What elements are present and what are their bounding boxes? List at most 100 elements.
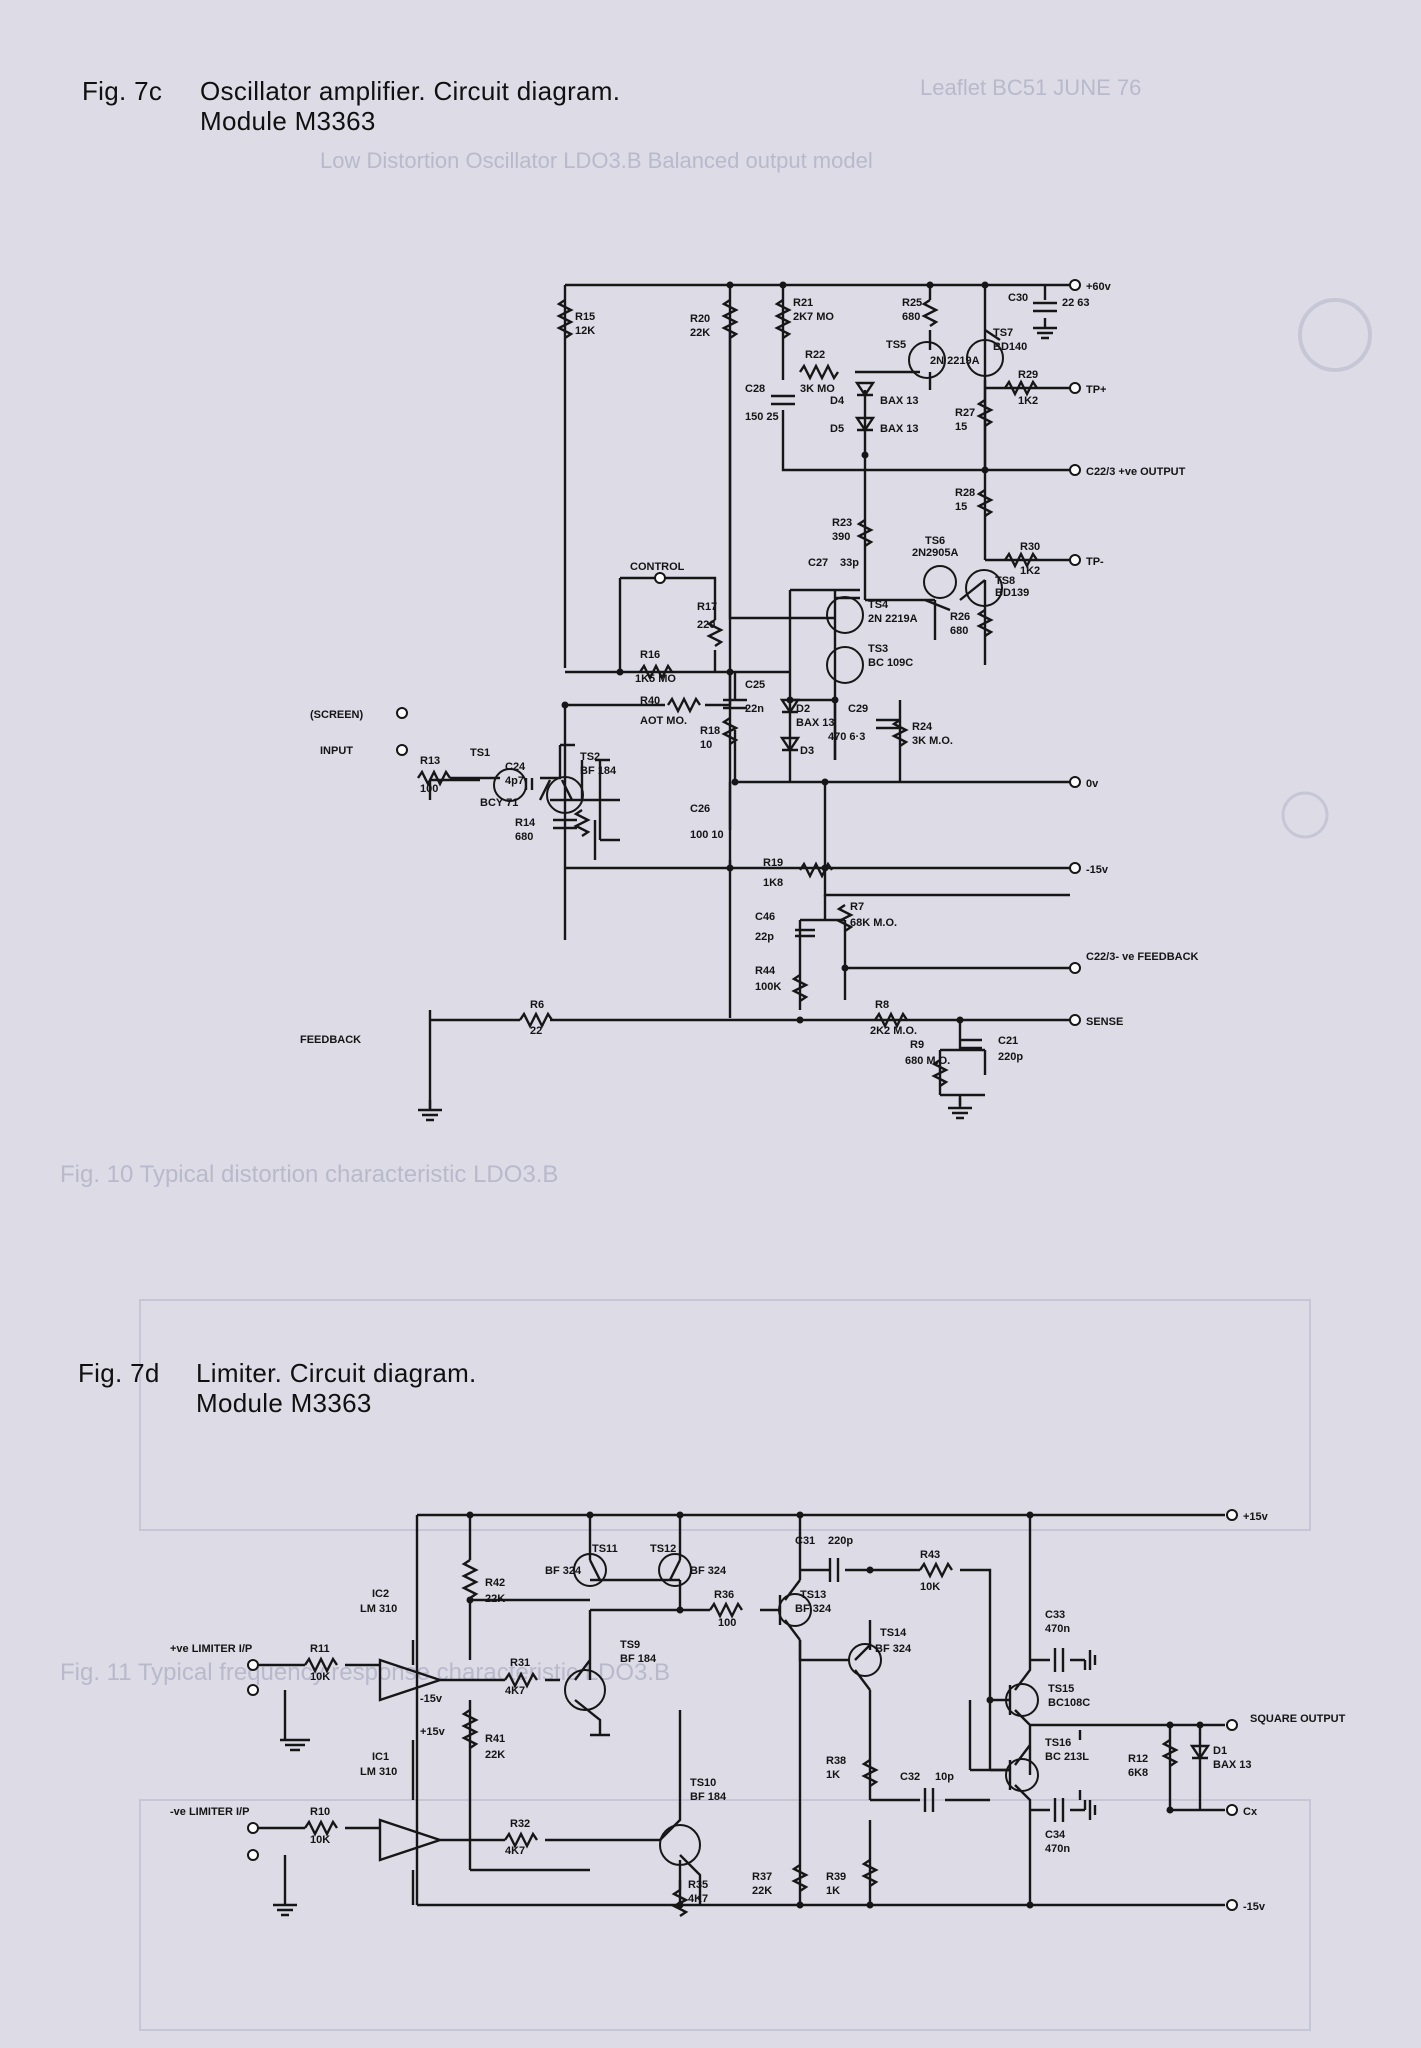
r35-value: 4K7 [688, 1893, 708, 1905]
r30-ref: R30 [1020, 541, 1040, 553]
c31-value: 220p [828, 1535, 853, 1547]
d2-ref: D2 [796, 703, 810, 715]
fig7d-capacitors [828, 1558, 1065, 1822]
ghost-graph-frame-2 [139, 1799, 1311, 2031]
c28-value: 150 25 [745, 411, 779, 423]
ts14-ref: TS14 [880, 1627, 907, 1639]
label-feedback-out: C22/3- ve FEEDBACK [1086, 951, 1199, 963]
r14-value: 680 [515, 831, 533, 843]
c30-value: 22 63 [1062, 297, 1090, 309]
fig7d-wiring [253, 1513, 1225, 1907]
fig7d-grounds [273, 1650, 1097, 1917]
ts10-ref: TS10 [690, 1777, 716, 1789]
ts2-ref: TS2 [580, 751, 600, 763]
r20-value: 22K [690, 327, 710, 339]
terminal-pos-limiter[interactable] [247, 1659, 259, 1671]
r38-value: 1K [826, 1769, 840, 1781]
label-square-output: SQUARE OUTPUT [1250, 1713, 1346, 1725]
c31-ref: C31 [795, 1535, 815, 1547]
label-plus60v: +60v [1086, 281, 1112, 293]
r36-value: 100 [718, 1617, 736, 1629]
r9-value: 680 M.O. [905, 1055, 950, 1067]
terminal-minus15v-7d[interactable] [1226, 1899, 1238, 1911]
label-screen: (SCREEN) [310, 709, 364, 721]
r22-value: 3K MO [800, 383, 835, 395]
r28-value: 15 [955, 501, 967, 513]
c33-ref: C33 [1045, 1609, 1065, 1621]
ts6-ref: TS6 [925, 535, 945, 547]
terminal-neg-limiter[interactable] [247, 1822, 259, 1834]
ts11-value: BF 324 [545, 1565, 582, 1577]
ts15-value: BC108C [1048, 1697, 1090, 1709]
r16-ref: R16 [640, 649, 660, 661]
r37-value: 22K [752, 1885, 772, 1897]
c29-value: 470 6·3 [828, 731, 865, 743]
r9-ref: R9 [910, 1039, 924, 1051]
label-pos-limiter: +ve LIMITER I/P [170, 1643, 252, 1655]
fig7d-transistors [564, 1553, 1039, 1866]
label-tp-minus: TP- [1086, 556, 1104, 568]
terminal-feedback-out[interactable] [1069, 962, 1081, 974]
ts8-ref: TS8 [995, 575, 1015, 587]
ts12-ref: TS12 [650, 1543, 676, 1555]
r39-ref: R39 [826, 1871, 846, 1883]
ts12-value: BF 324 [690, 1565, 727, 1577]
fig7c-labels: R15 12K R20 22K R21 2K7 MO R22 3K MO R25… [420, 292, 1090, 1067]
fig7d-terminals [247, 1509, 1238, 1911]
label-minus15v: -15v [1086, 864, 1109, 876]
terminal-neg-limiter-gnd[interactable] [247, 1849, 259, 1861]
r7-value: 68K M.O. [850, 917, 897, 929]
r19-value: 1K8 [763, 877, 783, 889]
ts4-ref: TS4 [868, 599, 889, 611]
ts1-ref: TS1 [470, 747, 490, 759]
r44-value: 100K [755, 981, 781, 993]
label-control: CONTROL [630, 561, 685, 573]
terminal-tp-plus[interactable] [1069, 382, 1081, 394]
r17-ref: R17 [697, 601, 717, 613]
r21-value: 2K7 MO [793, 311, 834, 323]
ts10-value: BF 184 [690, 1791, 727, 1803]
r6-value: 22 [530, 1025, 542, 1037]
ts13-value: BF 324 [795, 1603, 832, 1615]
r18-ref: R18 [700, 725, 720, 737]
terminal-plus15v[interactable] [1226, 1509, 1238, 1521]
c46-ref: C46 [755, 911, 775, 923]
c34-ref: C34 [1045, 1829, 1066, 1841]
r31-ref: R31 [510, 1657, 530, 1669]
r22-ref: R22 [805, 349, 825, 361]
terminal-minus15v[interactable] [1069, 862, 1081, 874]
fig7d-labels: IC2 LM 310 IC1 LM 310 R11 10K R10 10K R4… [310, 1535, 1252, 1905]
fig7d-diodes [1189, 1744, 1211, 1761]
r32-ref: R32 [510, 1818, 530, 1830]
r21-ref: R21 [793, 297, 813, 309]
ts3-ref: TS3 [868, 643, 888, 655]
ts11-ref: TS11 [592, 1543, 618, 1555]
ghost-meter-symbol [1281, 791, 1329, 839]
ts13-ref: TS13 [800, 1589, 826, 1601]
c46-value: 22p [755, 931, 774, 943]
c21-ref: C21 [998, 1035, 1018, 1047]
terminal-screen[interactable] [396, 707, 408, 719]
terminal-square-output[interactable] [1226, 1719, 1238, 1731]
terminal-tp-minus[interactable] [1069, 554, 1081, 566]
terminal-cx[interactable] [1226, 1804, 1238, 1816]
terminal-control[interactable] [654, 572, 666, 584]
ghost-fig10: Fig. 10 Typical distortion characteristi… [60, 1161, 558, 1188]
ic1-value: LM 310 [360, 1766, 397, 1778]
ts2-value: BF 184 [580, 765, 617, 777]
r27-ref: R27 [955, 407, 975, 419]
terminal-0v[interactable] [1069, 776, 1081, 788]
terminal-plus60v[interactable] [1069, 279, 1081, 291]
terminal-pos-limiter-gnd[interactable] [247, 1684, 259, 1696]
terminal-sense[interactable] [1069, 1014, 1081, 1026]
c27-ref: C27 [808, 557, 828, 569]
r36-ref: R36 [714, 1589, 734, 1601]
fig7d-title-line1: Limiter. Circuit diagram. [196, 1358, 477, 1388]
r24-value: 3K M.O. [912, 735, 953, 747]
terminal-output[interactable] [1069, 464, 1081, 476]
terminal-input[interactable] [396, 744, 408, 756]
r24-ref: R24 [912, 721, 933, 733]
